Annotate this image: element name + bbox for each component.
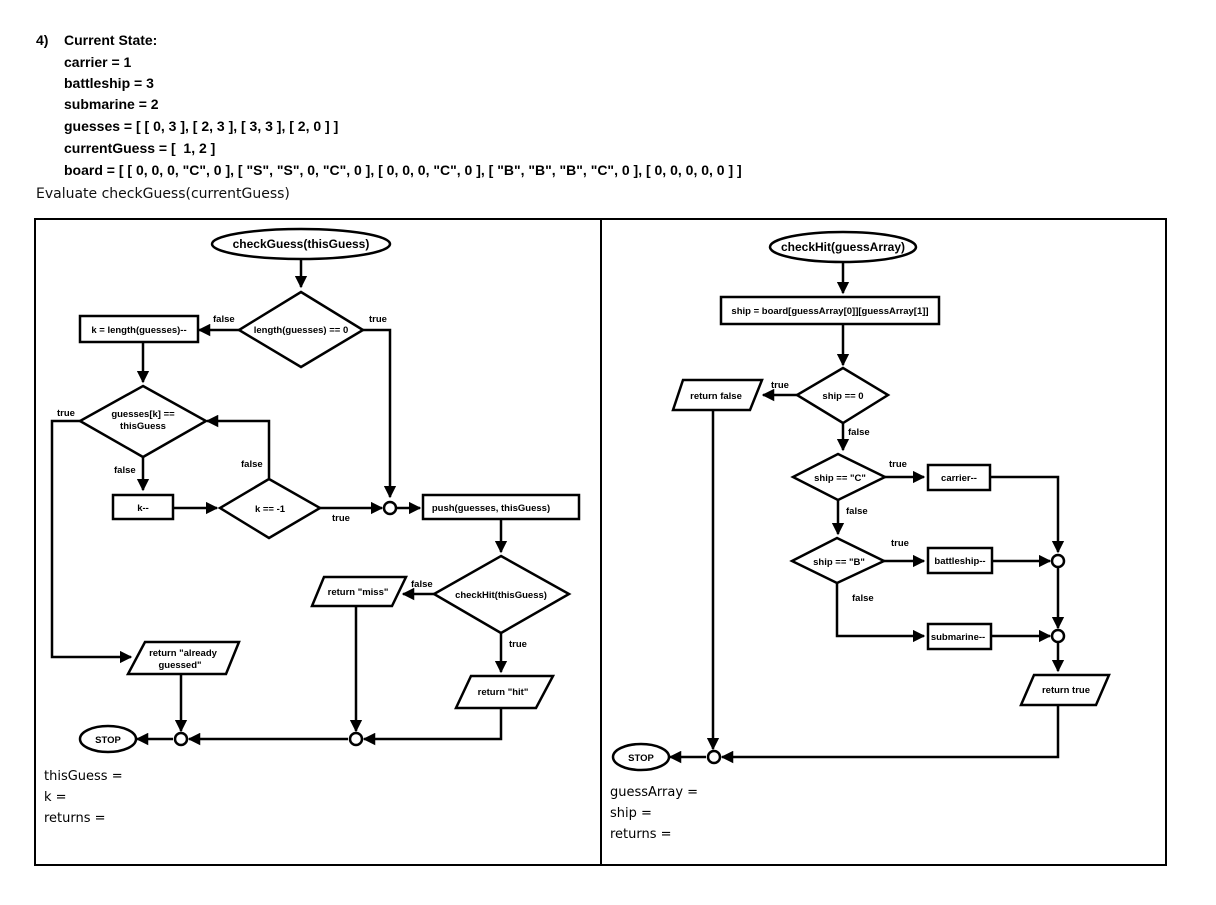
- decision-ship-c: [790, 452, 888, 502]
- edge-return-to-join: [720, 705, 1060, 764]
- state-line-current-guess: currentGuess = [ 1, 2 ]: [64, 140, 216, 156]
- edge-carrier-to-join: [990, 475, 1065, 554]
- decision-ship-zero: [794, 366, 891, 425]
- decision-length-empty: [236, 290, 366, 369]
- return-already-label-line2: guessed": [158, 660, 201, 671]
- answer-returns-left: returns =: [44, 811, 106, 826]
- state-line-battleship: battleship = 3: [64, 75, 154, 91]
- decision-check-hit: [431, 554, 572, 635]
- stop-node-right: [611, 742, 671, 772]
- edge-label-c-true: true: [889, 459, 907, 470]
- return-false-label: return false: [690, 391, 742, 402]
- submarine-decrement-label: submarine--: [931, 632, 985, 643]
- return-hit-node: [454, 674, 556, 710]
- return-already-label-line1: return "already: [149, 648, 218, 659]
- assign-ship-node: [719, 295, 941, 326]
- state-line-submarine: submarine = 2: [64, 96, 159, 112]
- edge-label-guess-true: true: [57, 408, 75, 419]
- decision-ship-b: [789, 536, 887, 585]
- edge-k-false: [205, 414, 271, 478]
- edge-hit-to-join: [362, 708, 503, 746]
- join-connector-push: [382, 500, 398, 516]
- carrier-decrement-node: [926, 463, 992, 492]
- join-connector-stop-right: [706, 749, 722, 765]
- problem-header: 4) Current State: carrier = 1 battleship…: [0, 0, 1216, 215]
- edge-label-b-false: false: [852, 593, 874, 604]
- edge-label-b-true: true: [891, 538, 909, 549]
- decision-guess-match: [77, 384, 209, 459]
- start-check-guess-label: checkGuess(thisGuess): [233, 237, 370, 251]
- stop-left-label: STOP: [95, 735, 121, 746]
- assign-k-label: k = length(guesses)--: [91, 325, 186, 336]
- instruction-text: Evaluate checkGuess(currentGuess): [36, 186, 290, 202]
- decision-k-minus-one: [217, 477, 323, 540]
- return-true-label: return true: [1042, 685, 1090, 696]
- guess-match-label-line2: thisGuess: [120, 421, 166, 432]
- edge-label-k-true: true: [332, 513, 350, 524]
- edge-label-c-false: false: [846, 506, 868, 517]
- return-miss-label: return "miss": [328, 587, 389, 598]
- state-line-carrier: carrier = 1: [64, 54, 132, 70]
- edge-guess-true: [50, 419, 133, 664]
- k-minus-one-label: k == -1: [255, 504, 286, 515]
- start-check-hit-label: checkHit(guessArray): [781, 240, 905, 254]
- carrier-decrement-label: carrier--: [941, 473, 977, 484]
- push-guess-label: push(guesses, thisGuess): [432, 503, 550, 514]
- edge-label-guess-false: false: [114, 465, 136, 476]
- return-hit-label: return "hit": [478, 687, 529, 698]
- push-guess-node: [421, 493, 581, 521]
- start-check-hit-node: [768, 230, 918, 264]
- assign-k-node: [78, 314, 200, 344]
- answer-guess-array: guessArray =: [610, 785, 698, 800]
- edge-label-hit-false: false: [411, 579, 433, 590]
- edge-len-true: [363, 328, 397, 499]
- return-already-guessed-node: [125, 640, 241, 676]
- check-hit-label: checkHit(thisGuess): [455, 590, 547, 601]
- right-panel-frame: [600, 218, 1167, 866]
- return-false-node: [671, 378, 764, 412]
- edge-label-len-true: true: [369, 314, 387, 325]
- state-line-guesses: guesses = [ [ 0, 3 ], [ 2, 3 ], [ 3, 3 ]…: [64, 118, 339, 134]
- battleship-decrement-label: battleship--: [934, 556, 985, 567]
- answer-returns-right: returns =: [610, 827, 672, 842]
- edge-label-k-false: false: [241, 459, 263, 470]
- ship-b-label: ship == "B": [813, 557, 865, 568]
- join-connector-stop-left: [173, 731, 189, 747]
- edge-label-zero-false: false: [848, 427, 870, 438]
- assign-ship-label: ship = board[guessArray[0]][guessArray[1…: [731, 306, 928, 317]
- edge-label-hit-true: true: [509, 639, 527, 650]
- stop-right-label: STOP: [628, 753, 654, 764]
- state-line-board: board = [ [ 0, 0, 0, "C", 0 ], [ "S", "S…: [64, 162, 742, 178]
- join-connector-submarine: [1050, 628, 1066, 644]
- decrement-k-label: k--: [137, 503, 149, 514]
- stop-node-left: [78, 724, 138, 754]
- battleship-decrement-node: [926, 546, 994, 575]
- edge-label-zero-true: true: [771, 380, 789, 391]
- ship-zero-label: ship == 0: [822, 391, 863, 402]
- return-true-node: [1019, 673, 1111, 707]
- decrement-k-node: [111, 493, 175, 521]
- answer-this-guess: thisGuess =: [44, 769, 123, 784]
- state-title: Current State:: [64, 32, 158, 48]
- join-connector-miss: [348, 731, 364, 747]
- return-miss-node: [310, 575, 408, 608]
- start-check-guess-node: [210, 227, 392, 261]
- answer-k: k =: [44, 790, 67, 805]
- edge-label-len-false: false: [213, 314, 235, 325]
- answer-ship: ship =: [610, 806, 652, 821]
- length-empty-label: length(guesses) == 0: [254, 325, 349, 336]
- join-connector-battleship: [1050, 553, 1066, 569]
- problem-number: 4): [36, 32, 49, 48]
- submarine-decrement-node: [926, 622, 993, 651]
- guess-match-label-line1: guesses[k] ==: [111, 409, 175, 420]
- ship-c-label: ship == "C": [814, 473, 866, 484]
- edge-condb-false: [835, 583, 926, 643]
